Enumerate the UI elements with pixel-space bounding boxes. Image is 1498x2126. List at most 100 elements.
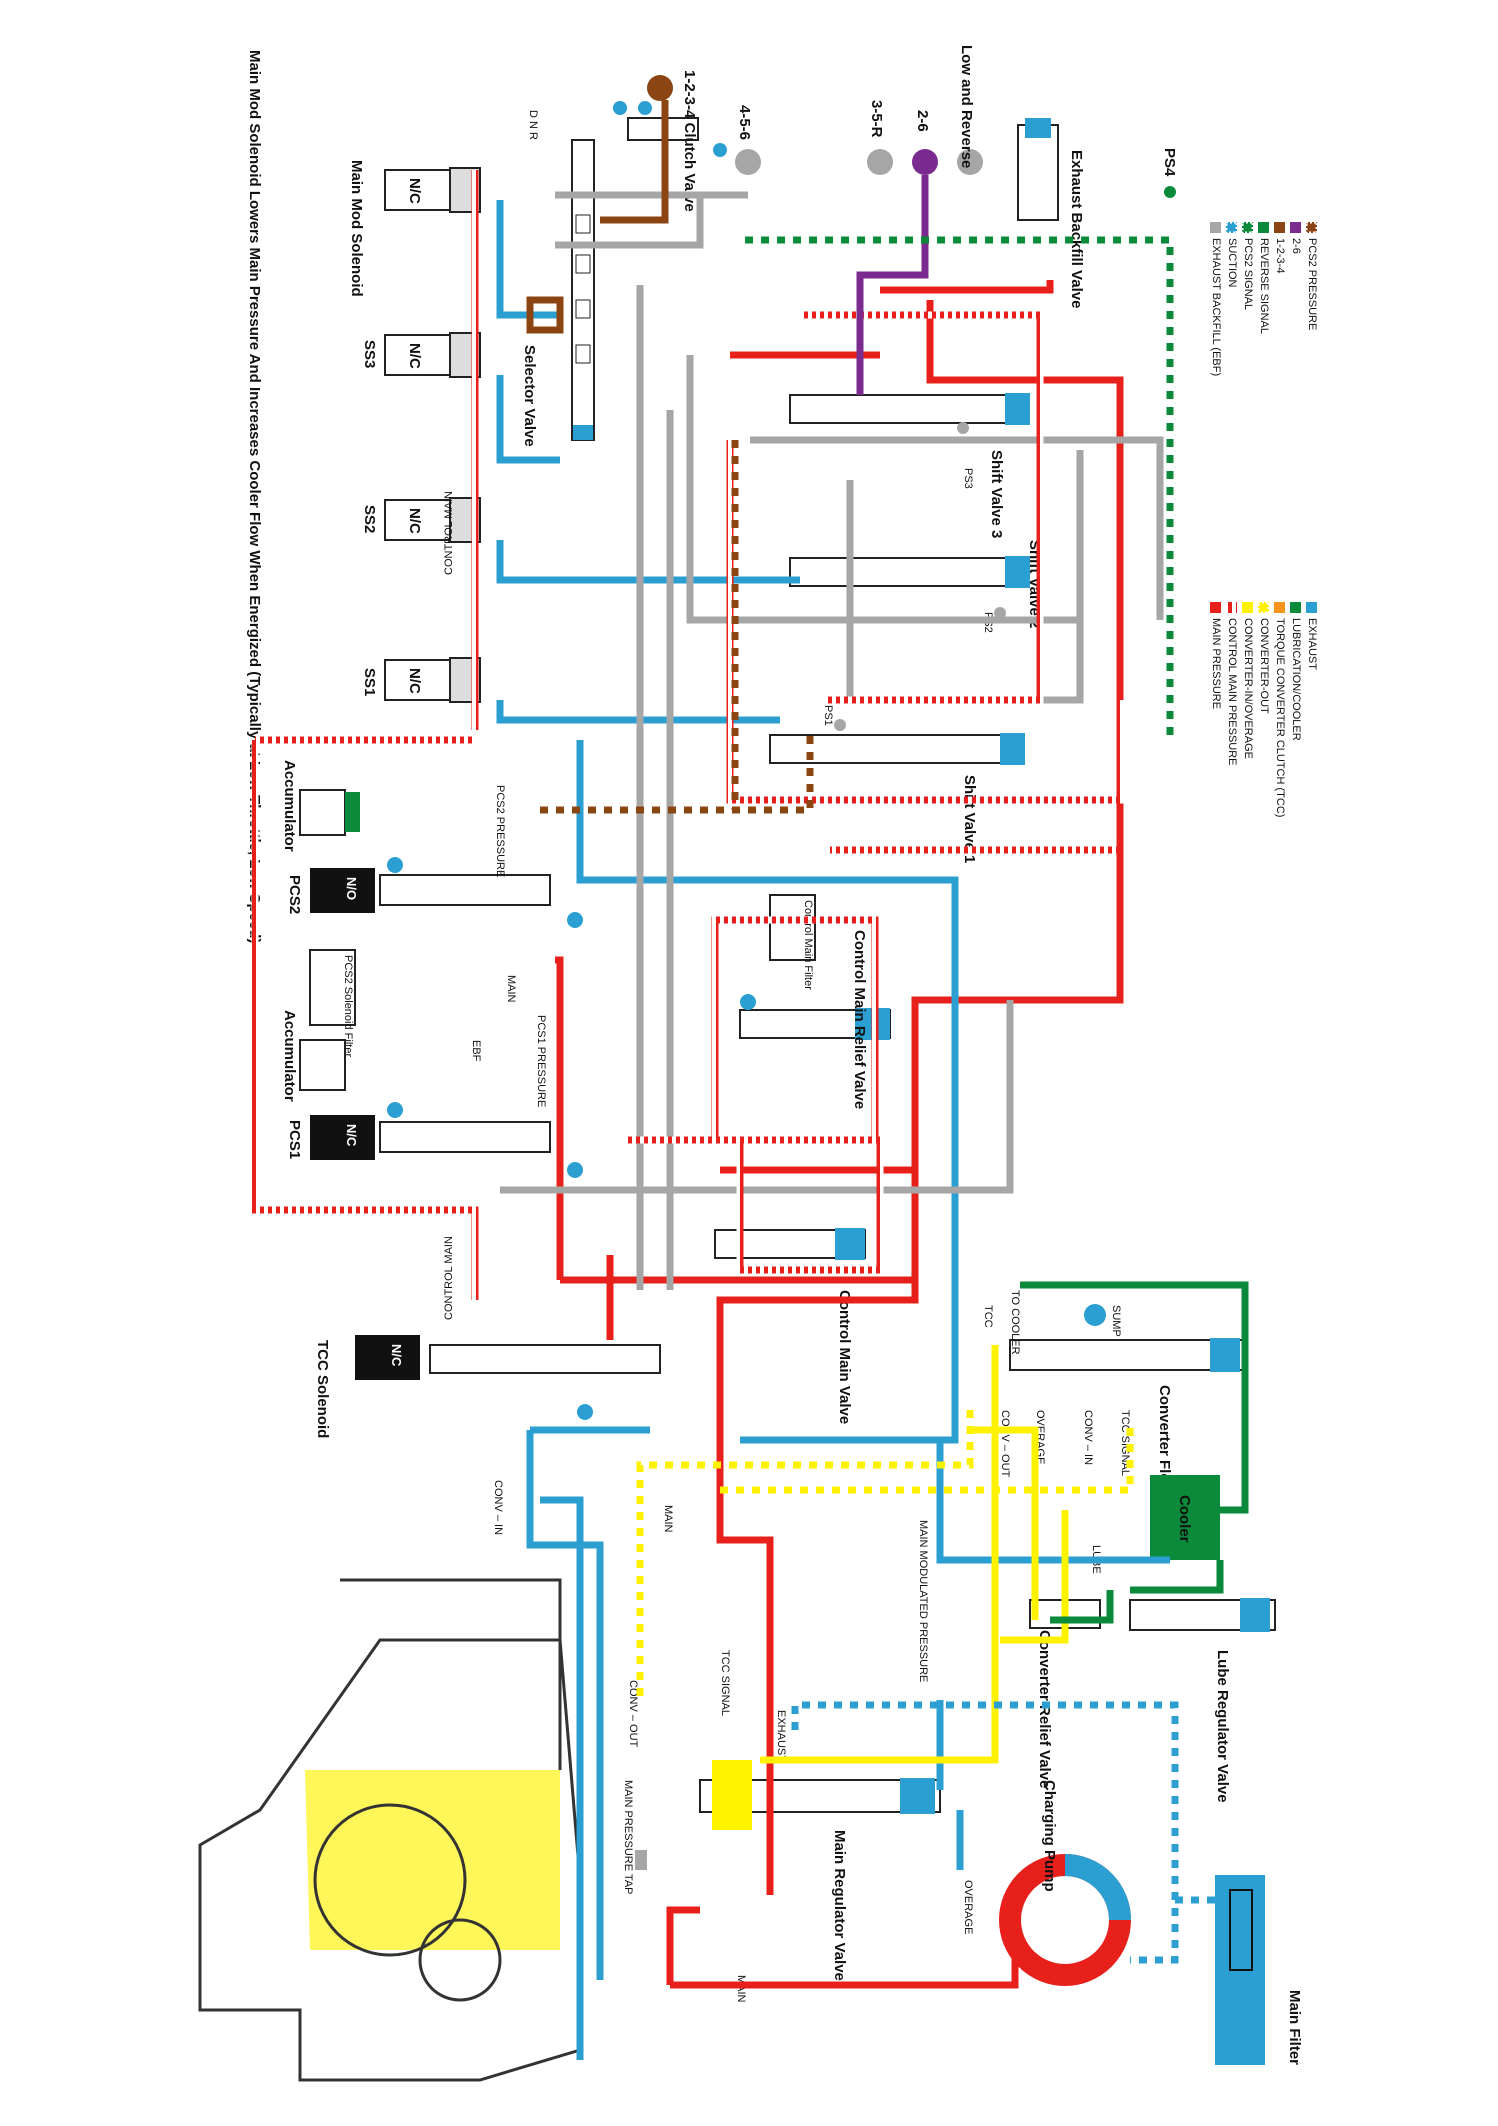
top-note: Main Mod Solenoid Lowers Main Pressure A… <box>246 50 263 943</box>
pressure-low-reverse: Low and Reverse <box>957 45 983 175</box>
legend-swatch <box>1290 222 1301 233</box>
pressure-456: 4-5-6 <box>735 105 761 175</box>
svg-text:Control Main Valve: Control Main Valve <box>836 1290 853 1424</box>
conv-out-label-2: CONV – OUT <box>627 1680 639 1748</box>
legend-item: REVERSE SIGNAL <box>1258 222 1270 334</box>
main-filter: Main Filter <box>1215 1875 1303 2065</box>
legend-item: 2-6 <box>1290 222 1302 254</box>
svg-text:Accumulator: Accumulator <box>281 1010 298 1102</box>
svg-text:PS1: PS1 <box>822 705 834 726</box>
svg-text:Main Regulator Valve: Main Regulator Valve <box>831 1830 848 1981</box>
clutch-1234-valve: 1-2-3-4 Clutch Valve <box>613 70 727 212</box>
legend-item: CONTROL MAIN PRESSURE <box>1226 602 1238 766</box>
cooler: Cooler <box>1150 1475 1220 1560</box>
svg-text:Exhaust Backfill Valve: Exhaust Backfill Valve <box>1068 150 1085 308</box>
legend-label: LUBRICATION/COOLER <box>1290 618 1302 741</box>
main-label-low: MAIN <box>662 1505 674 1533</box>
pcs2-pressure-label: PCS2 PRESSURE <box>494 785 506 877</box>
pressure-26: 2-6 <box>912 110 938 175</box>
main-pressure-lines <box>555 280 1124 1989</box>
accumulator-upper: Accumulator <box>281 760 360 852</box>
legend-item: SUCTION <box>1224 220 1239 288</box>
main-mod-solenoid: N/C Main Mod Solenoid <box>348 160 481 297</box>
converter-lines <box>760 1345 1069 1764</box>
legend-label: PCS2 PRESSURE <box>1306 238 1318 330</box>
svg-text:Charging Pump: Charging Pump <box>1041 1780 1058 1892</box>
ss1-label: SS1 <box>361 668 378 696</box>
shift-valve-2: Shift Valve 2 PS2 <box>789 540 1043 633</box>
pcs2-solenoid: N/O PCS2 <box>286 857 583 928</box>
pcs2-solenoid-filter: PCS2 Solenoid Filter <box>309 949 356 1057</box>
legend-label: MAIN PRESSURE <box>1210 618 1222 709</box>
clutch-1234-label: 1-2-3-4 Clutch Valve <box>681 70 698 212</box>
svg-text:Control Main Filter: Control Main Filter <box>802 900 814 990</box>
legend-item: TORQUE CONVERTER CLUTCH (TCC) <box>1274 602 1286 817</box>
pcs1-solenoid: N/C PCS1 <box>286 1102 583 1178</box>
svg-text:Accumulator: Accumulator <box>281 760 298 852</box>
svg-text:N/C: N/C <box>406 668 423 694</box>
legend-swatch <box>1240 220 1255 235</box>
transmission-cutaway <box>198 1496 584 2082</box>
svg-text:N/O: N/O <box>344 877 359 900</box>
suction-lines <box>791 1701 1225 1964</box>
svg-text:PCS1: PCS1 <box>286 1120 303 1159</box>
svg-text:Lube Regulator Valve: Lube Regulator Valve <box>1214 1650 1231 1803</box>
control-main-filter: Control Main Filter <box>769 894 816 990</box>
to-cooler-label: TO COOLER <box>1009 1290 1021 1355</box>
svg-text:N/C: N/C <box>406 178 423 204</box>
line-2-6 <box>856 175 929 395</box>
svg-text:PCS2 Solenoid Filter: PCS2 Solenoid Filter <box>342 955 354 1057</box>
svg-text:Converter Relief Valve: Converter Relief Valve <box>1036 1630 1053 1788</box>
reverse-signal-line <box>745 236 1174 740</box>
ps4: PS4 <box>1161 148 1178 198</box>
conv-in-label-1: CONV – IN <box>1082 1410 1094 1465</box>
legend-item: MAIN PRESSURE <box>1210 602 1222 709</box>
charging-pump: Charging Pump <box>999 1780 1131 1986</box>
converter-out-lines <box>636 1410 1134 1700</box>
control-main-lines <box>625 311 1124 1274</box>
main-modulated-label: MAIN MODULATED PRESSURE <box>917 1520 929 1682</box>
main-label-pcs: MAIN <box>505 975 517 1003</box>
legend-swatch <box>1256 600 1271 615</box>
svg-text:N/C: N/C <box>389 1344 404 1367</box>
tcc-signal-label-1: TCC SIGNAL <box>1119 1410 1131 1476</box>
legend-item: 1-2-3-4 <box>1274 222 1286 273</box>
tcc-line-label: TCC <box>982 1305 994 1328</box>
legend-item: CONVERTER-IN/OVERAGE <box>1242 602 1254 759</box>
main-regulator-valve: Main Regulator Valve <box>699 1760 941 1981</box>
exhaust-label: EXHAUST <box>775 1710 787 1762</box>
legend-swatch <box>1290 602 1301 613</box>
svg-text:N/C: N/C <box>406 343 423 369</box>
legend-item: PCS2 PRESSURE <box>1304 220 1319 330</box>
svg-text:3-5-R: 3-5-R <box>868 100 885 138</box>
conv-out-label-1: CONV – OUT <box>999 1410 1011 1478</box>
legend-label: CONVERTER-IN/OVERAGE <box>1242 618 1254 759</box>
svg-text:4-5-6: 4-5-6 <box>736 105 753 140</box>
legend-swatch <box>1258 222 1269 233</box>
legend-left: MAIN PRESSURE CONTROL MAIN PRESSURE CONVER… <box>1210 600 1318 817</box>
svg-text:Control Main Relief Valve: Control Main Relief Valve <box>851 930 868 1109</box>
legend-item: CONVERTER-OUT <box>1256 600 1271 714</box>
main-pressure-tap: MAIN PRESSURE TAP <box>622 1780 647 1895</box>
ebf-label: EBF <box>470 1040 482 1062</box>
main-mod-solenoid-label: Main Mod Solenoid <box>348 160 365 297</box>
legend-label: EXHAUST <box>1306 618 1318 670</box>
ss2-label: SS2 <box>361 505 378 533</box>
legend-item: PCS2 SIGNAL <box>1240 220 1255 310</box>
svg-text:Cooler: Cooler <box>1176 1495 1193 1543</box>
legend-label: SUCTION <box>1226 238 1238 288</box>
legend-swatch <box>1274 602 1285 613</box>
legend-item: LUBRICATION/COOLER <box>1290 602 1302 741</box>
pcs1-pressure-label: PCS1 PRESSURE <box>535 1015 547 1107</box>
shift-valve-3: Shift Valve 3 PS3 <box>789 393 1030 538</box>
legend-item: EXHAUST BACKFILL (EBF) <box>1210 222 1222 376</box>
svg-text:N/C: N/C <box>344 1124 359 1147</box>
dnr-label: D N R <box>527 110 539 140</box>
tcc-solenoid: N/C TCC Solenoid <box>314 1335 661 1438</box>
svg-text:2-6: 2-6 <box>914 110 931 132</box>
control-main-line-label: CONTROL MAIN <box>443 491 455 575</box>
legend-label: CONVERTER-OUT <box>1258 618 1270 714</box>
brown-1234-lines <box>526 100 669 334</box>
